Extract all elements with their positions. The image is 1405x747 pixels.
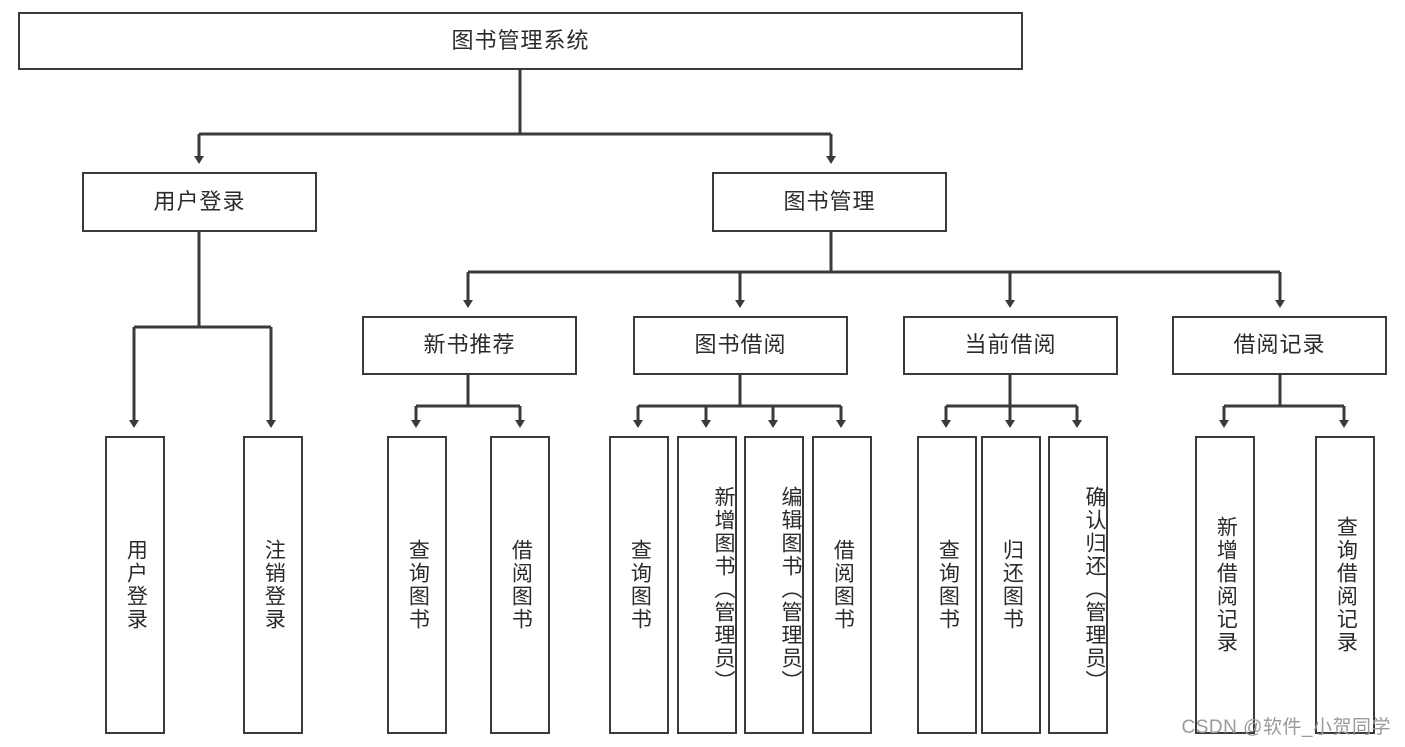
node-label: 注销登录 [262,539,286,631]
node-borrow-record[interactable]: 借阅记录 [1172,316,1387,375]
leaf-record-add-record[interactable]: 新增借阅记录 [1195,436,1255,734]
node-label: 借阅图书 [509,539,533,631]
node-label: 图书管理系统 [451,27,590,53]
node-label: 确认归还（管理员） [1083,485,1106,693]
node-label: 借阅图书 [831,539,855,631]
leaf-current-query-book[interactable]: 查询图书 [917,436,977,734]
leaf-user-login-login[interactable]: 用户登录 [105,436,165,734]
node-label: 图书借阅 [694,332,787,358]
node-label: 图书管理 [783,188,876,214]
node-book-management[interactable]: 图书管理 [712,172,947,232]
leaf-user-login-logout[interactable]: 注销登录 [243,436,303,734]
leaf-current-confirm-return-admin[interactable]: 确认归还（管理员） [1048,436,1108,734]
node-label: 编辑图书（管理员） [779,485,802,693]
node-label: 查询借阅记录 [1334,516,1358,654]
node-current-borrow[interactable]: 当前借阅 [903,316,1118,375]
leaf-borrow-borrow-book[interactable]: 借阅图书 [812,436,872,734]
node-new-book-recommend[interactable]: 新书推荐 [362,316,577,375]
node-label: 新增图书（管理员） [712,485,735,693]
node-label: 查询图书 [936,539,960,631]
node-label: 用户登录 [153,188,246,214]
leaf-record-query-record[interactable]: 查询借阅记录 [1315,436,1375,734]
leaf-recommend-borrow-book[interactable]: 借阅图书 [490,436,550,734]
node-label: 用户登录 [124,539,148,631]
node-label: 查询图书 [406,539,430,631]
node-label: 归还图书 [1000,539,1024,631]
leaf-recommend-query-book[interactable]: 查询图书 [387,436,447,734]
node-label: 新增借阅记录 [1214,516,1238,654]
node-label: 查询图书 [628,539,652,631]
node-label: 借阅记录 [1233,332,1326,358]
node-book-borrow[interactable]: 图书借阅 [633,316,848,375]
node-label: 当前借阅 [964,332,1057,358]
node-root-system[interactable]: 图书管理系统 [18,12,1023,70]
leaf-current-return-book[interactable]: 归还图书 [981,436,1041,734]
node-label: 新书推荐 [423,332,516,358]
csdn-watermark: CSDN @软件_小贺同学 [1181,717,1391,738]
node-user-login[interactable]: 用户登录 [82,172,317,232]
leaf-borrow-edit-book-admin[interactable]: 编辑图书（管理员） [744,436,804,734]
leaf-borrow-query-book[interactable]: 查询图书 [609,436,669,734]
leaf-borrow-add-book-admin[interactable]: 新增图书（管理员） [677,436,737,734]
